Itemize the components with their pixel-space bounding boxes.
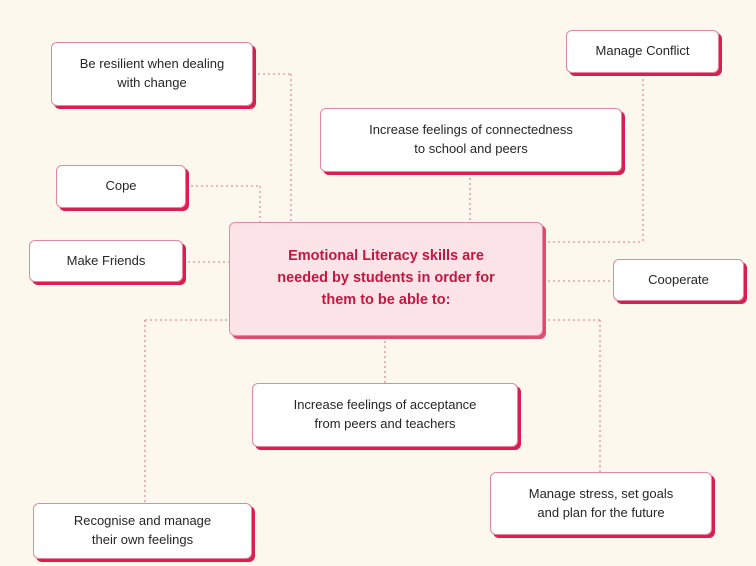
node-manage-stress: Manage stress, set goals and plan for th… [490,472,712,535]
node-be-resilient: Be resilient when dealing with change [51,42,253,106]
node-acceptance: Increase feelings of acceptance from pee… [252,383,518,447]
node-make-friends-line-1: Make Friends [66,252,146,268]
node-recognise-feelings-line-1: Recognise and manage [73,513,212,529]
node-connectedness-line-2: to school and peers [414,141,528,156]
node-manage-conflict-line-1: Manage Conflict [595,43,690,59]
node-manage-stress-line-2: and plan for the future [537,504,665,520]
node-manage-stress-line-1: Manage stress, set goals [528,485,674,501]
central-idea-line-2: needed by students in order for [277,270,495,287]
central-idea-line-3: them to be able to: [321,291,451,308]
node-cooperate-line-1: Cooperate [648,271,709,287]
node-connectedness: Increase feelings of connectedness to sc… [320,108,622,172]
node-recognise-feelings-line-2: their own feelings [91,532,194,547]
node-make-friends: Make Friends [29,240,183,282]
node-be-resilient-line-1: Be resilient when dealing [79,56,225,72]
node-cooperate: Cooperate [613,259,744,301]
node-cope-line-1: Cope [105,178,137,194]
node-connectedness-line-1: Increase feelings of connectedness [369,122,573,138]
central-idea-line-1: Emotional Literacy skills are [288,248,484,265]
central-idea: Emotional Literacy skills are needed by … [229,222,543,336]
node-acceptance-line-1: Increase feelings of acceptance [293,397,477,413]
node-acceptance-line-2: from peers and teachers [314,416,456,431]
node-be-resilient-line-2: with change [117,75,187,90]
node-recognise-feelings: Recognise and manage their own feelings [33,503,252,559]
node-manage-conflict: Manage Conflict [566,30,719,73]
node-cope: Cope [56,165,186,208]
